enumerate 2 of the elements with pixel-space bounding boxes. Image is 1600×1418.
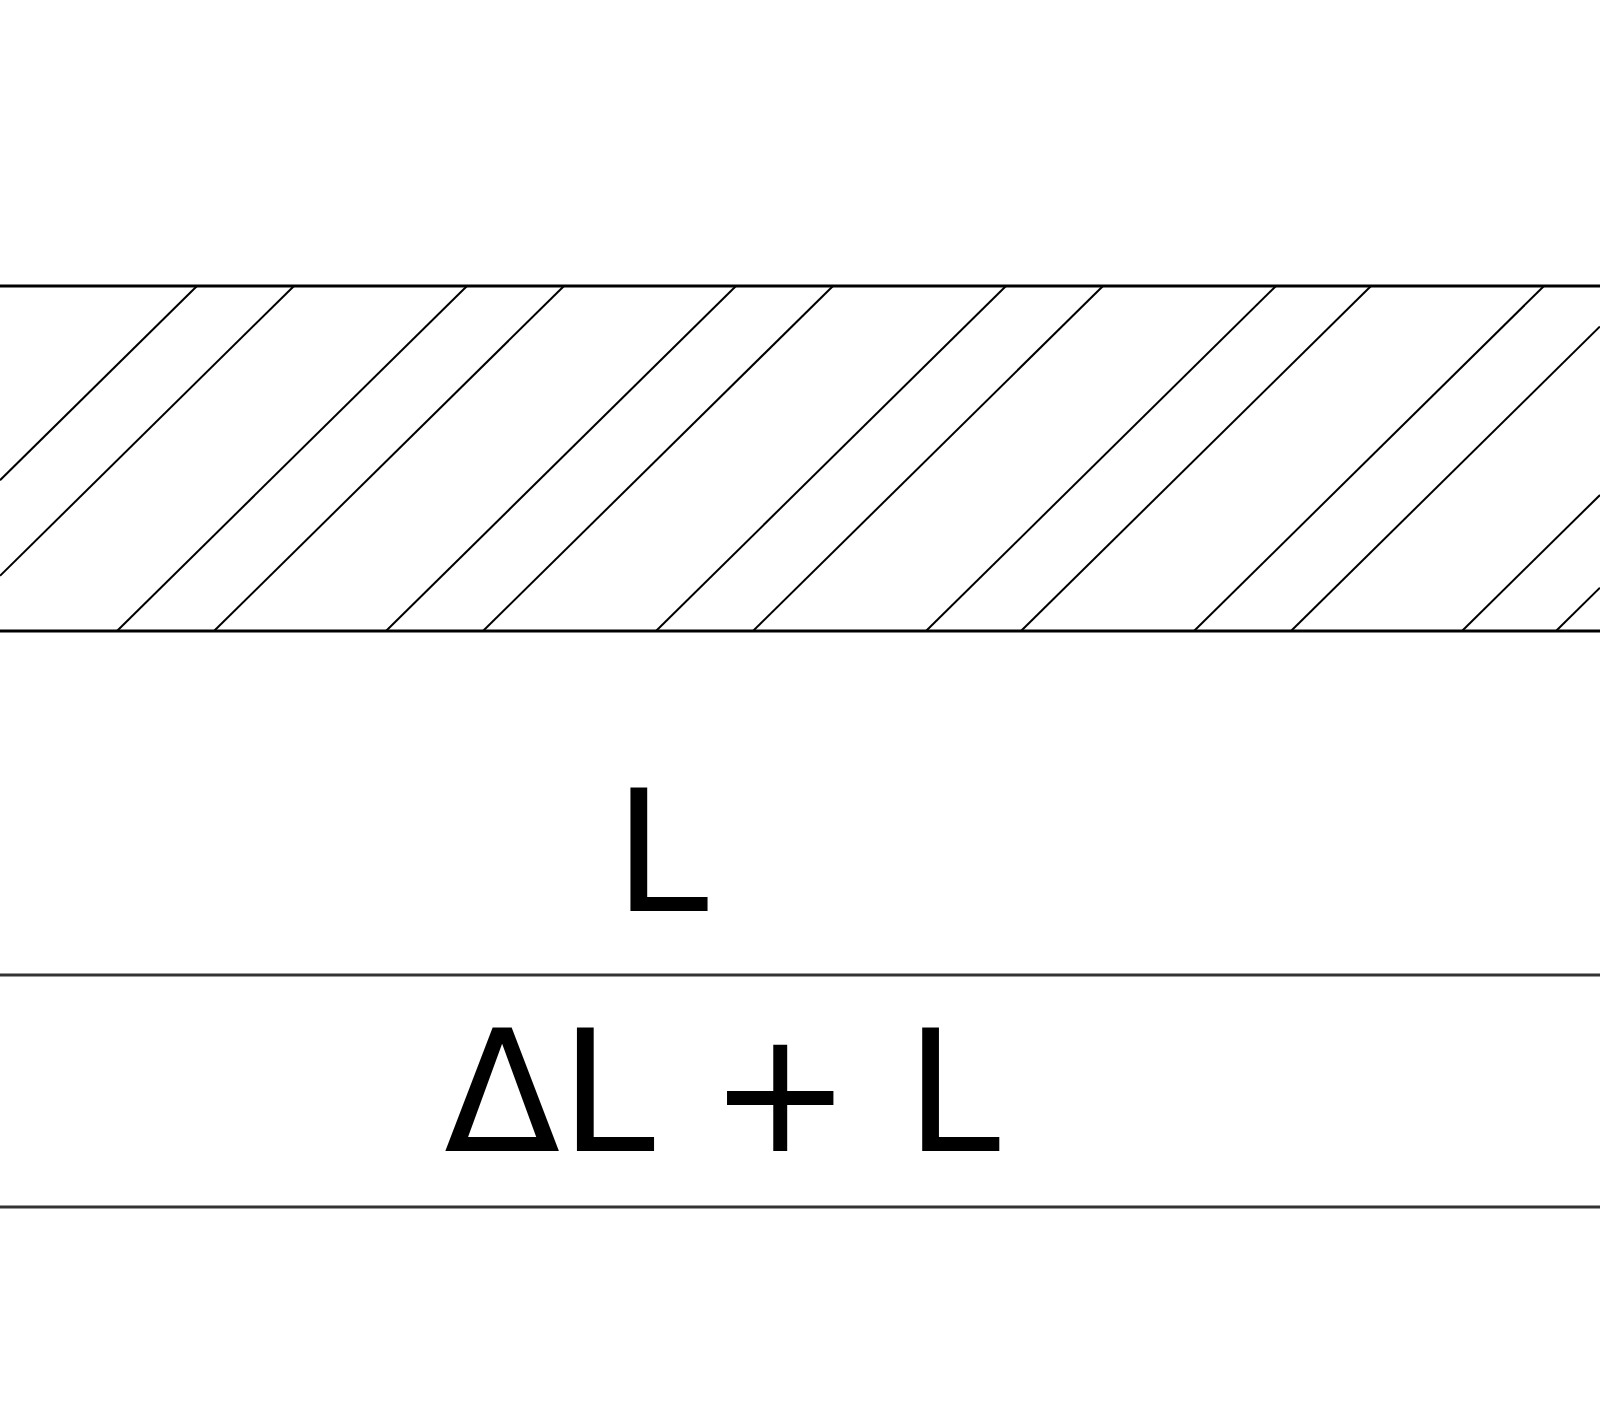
- dimension-label: L: [613, 767, 709, 937]
- dimension-label: ΔL + L: [443, 1007, 1001, 1177]
